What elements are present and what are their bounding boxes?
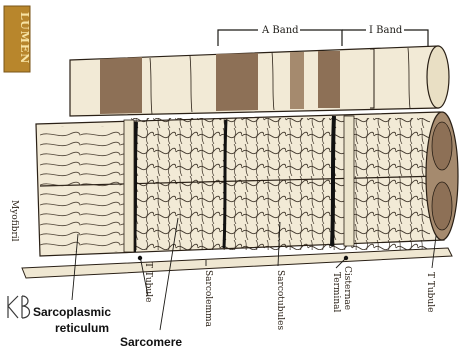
lower-myofibrils: [36, 112, 458, 256]
sarcomere-label: Sarcomere: [120, 335, 182, 349]
dark-band: [216, 53, 258, 111]
i-band-bracket: I Band: [342, 25, 428, 46]
i-band-label: I Band: [369, 25, 403, 36]
t-tubule-left-label: T Tubule: [143, 262, 153, 302]
dark-band: [318, 51, 340, 108]
myofibril-label: Myofibril: [9, 200, 19, 242]
sarcotubules-label: Sarcotubules: [275, 270, 285, 330]
sarcolemma-label: Sarcolemma: [203, 270, 213, 328]
terminal-cisternae-label-1: Terminal: [331, 272, 341, 313]
t-tubule-right-label: T Tubule: [425, 272, 435, 312]
sarcoplasmic-label-1: Sarcoplasmic: [33, 305, 111, 319]
sarcoplasmic-label-2: reticulum: [55, 321, 109, 335]
top-myofibril: [70, 46, 449, 116]
dark-band: [100, 57, 142, 114]
dark-band: [290, 52, 304, 109]
lumen-logo-text: LUMEN: [18, 12, 31, 64]
a-band-label: A Band: [261, 25, 299, 36]
terminal-cisternae-label-2: Cisternae: [342, 266, 352, 310]
lumen-logo: LUMEN: [4, 6, 31, 72]
a-band-bracket: A Band: [218, 25, 342, 46]
artist-signature: [8, 296, 30, 318]
